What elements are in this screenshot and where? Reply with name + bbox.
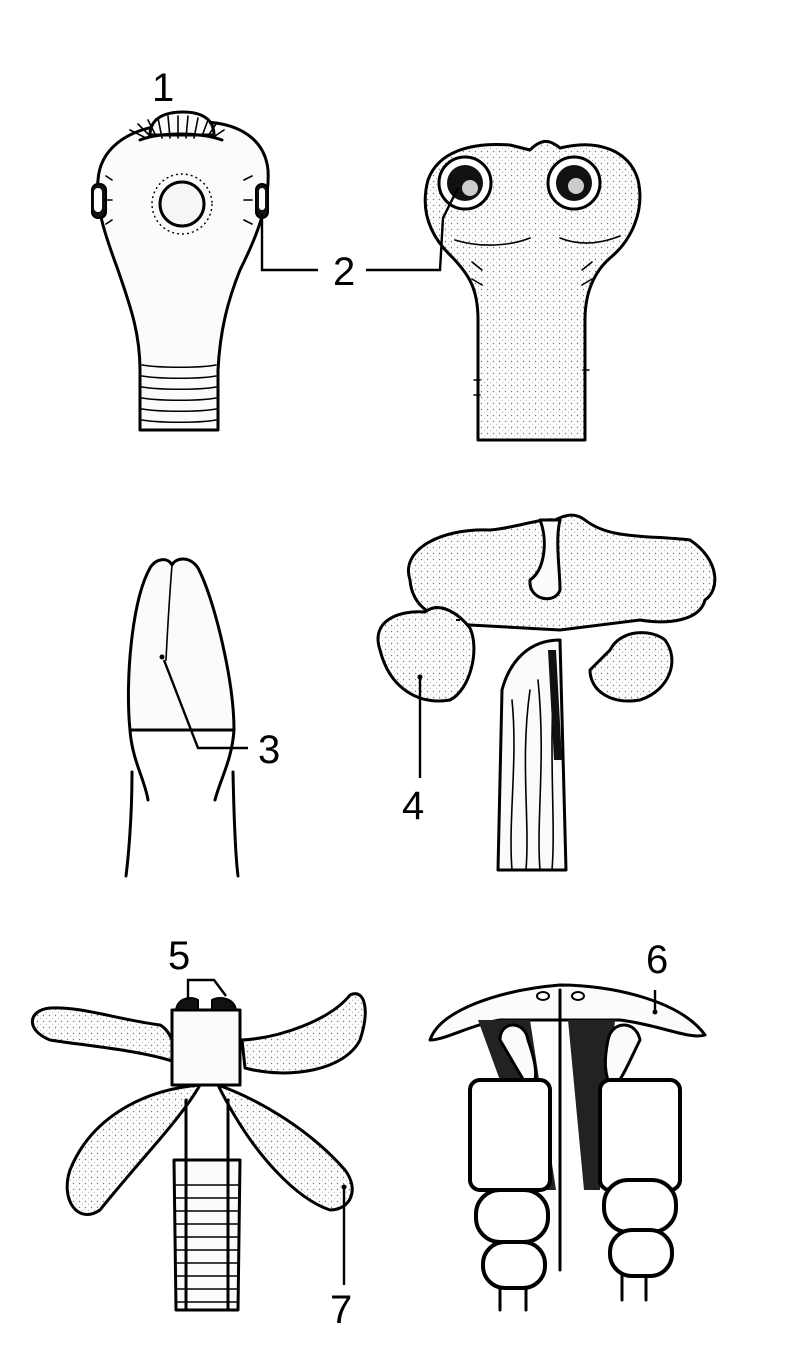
label-3: 3 <box>258 728 281 772</box>
panel-c-bothria-scolex <box>124 557 248 878</box>
label-5: 5 <box>168 934 191 978</box>
hook-crown-icon <box>129 115 225 142</box>
sucker-icon <box>151 173 213 235</box>
panel-b-unarmed-scolex <box>423 140 642 442</box>
label-1: 1 <box>152 66 175 110</box>
label-6: 6 <box>646 938 669 982</box>
leader-line-5 <box>186 978 227 1000</box>
label-2: 2 <box>333 250 356 294</box>
sucker-icon-right <box>546 155 602 211</box>
label-7: 7 <box>330 1288 353 1332</box>
panel-e-bothridia-scolex <box>30 978 367 1312</box>
leader-line-3 <box>162 659 248 750</box>
panel-d-folded-scolex <box>376 513 717 872</box>
panel-f-section-scolex <box>428 983 707 1312</box>
sucker-icon-left <box>437 155 493 211</box>
panel-a-armed-scolex <box>91 110 270 432</box>
label-4: 4 <box>402 784 425 828</box>
leader-line-2 <box>260 187 460 272</box>
